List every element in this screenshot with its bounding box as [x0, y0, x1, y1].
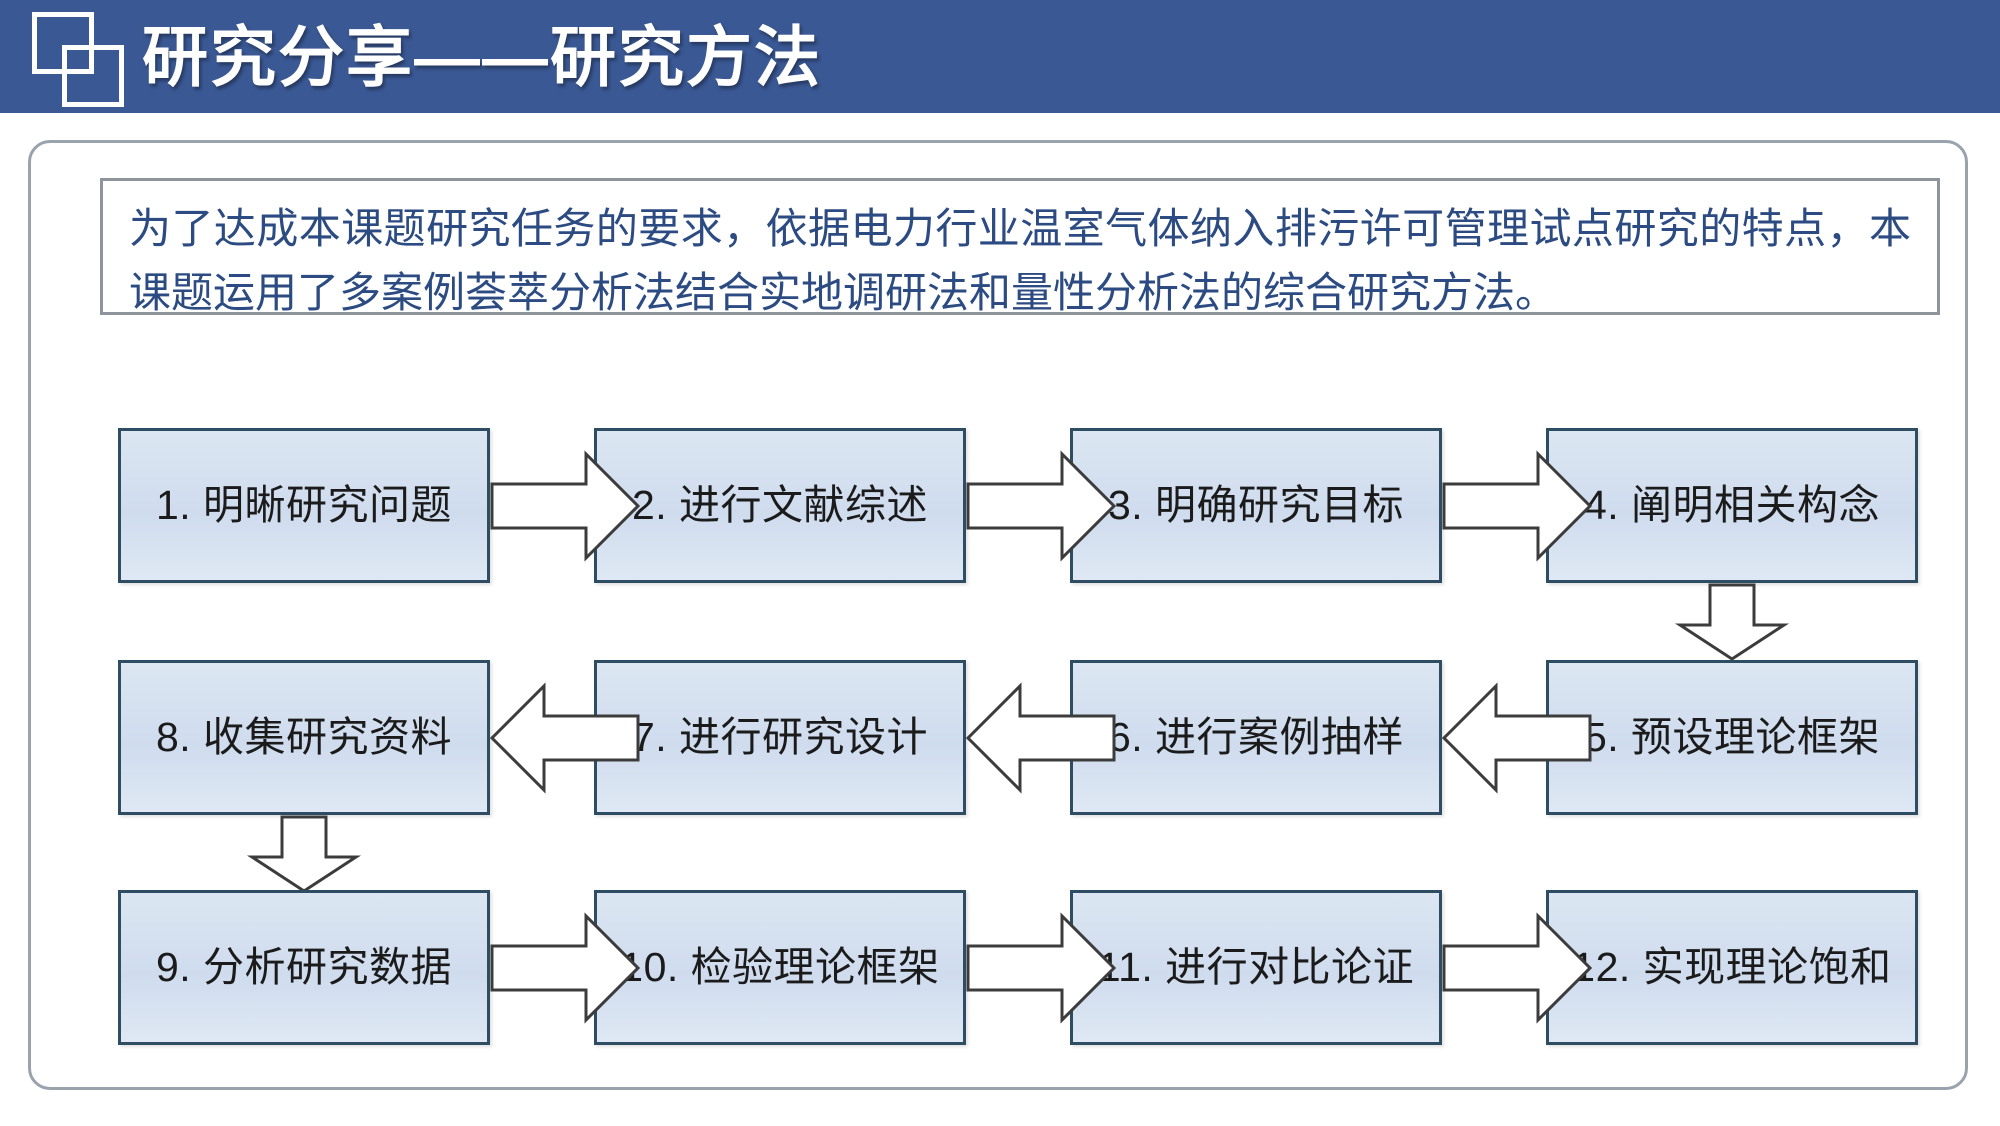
arrow-down-icon-8-to-9 — [246, 815, 362, 893]
flow-node-3[interactable]: 3. 明确研究目标 — [1070, 428, 1442, 583]
flow-node-12[interactable]: 12. 实现理论饱和 — [1546, 890, 1918, 1045]
flow-node-9[interactable]: 9. 分析研究数据 — [118, 890, 490, 1045]
flow-node-label: 4. 阐明相关构念 — [1583, 482, 1881, 528]
flow-node-label: 6. 进行案例抽样 — [1107, 714, 1405, 760]
flowchart-row-1: 1. 明晰研究问题 2. 进行文献综述 3. 明确研究目标 4. 阐明相关构念 — [118, 428, 1918, 583]
arrow-right-icon-9-to-10 — [490, 910, 640, 1026]
flowchart-row-3: 9. 分析研究数据 10. 检验理论框架 11. 进行对比论证 12. 实现理论… — [118, 890, 1918, 1045]
flow-node-11[interactable]: 11. 进行对比论证 — [1070, 890, 1442, 1045]
arrow-right-icon-3-to-4 — [1442, 448, 1592, 564]
flow-node-label: 9. 分析研究数据 — [155, 944, 453, 990]
research-method-flowchart: 1. 明晰研究问题 2. 进行文献综述 3. 明确研究目标 4. 阐明相关构念 — [118, 428, 1918, 1058]
flow-node-5[interactable]: 5. 预设理论框架 — [1546, 660, 1918, 815]
arrow-right-icon-2-to-3 — [966, 448, 1116, 564]
arrow-left-icon-6-to-7 — [966, 680, 1116, 796]
slide-header: 研究分享——研究方法 — [0, 0, 2000, 113]
flow-node-4[interactable]: 4. 阐明相关构念 — [1546, 428, 1918, 583]
flow-node-label: 1. 明晰研究问题 — [155, 482, 453, 528]
flow-node-label: 8. 收集研究资料 — [155, 714, 453, 760]
flow-node-7[interactable]: 7. 进行研究设计 — [594, 660, 966, 815]
flow-node-2[interactable]: 2. 进行文献综述 — [594, 428, 966, 583]
flow-node-10[interactable]: 10. 检验理论框架 — [594, 890, 966, 1045]
flow-node-label: 2. 进行文献综述 — [631, 482, 929, 528]
flow-node-label: 11. 进行对比论证 — [1097, 944, 1415, 990]
flow-node-label: 3. 明确研究目标 — [1107, 482, 1405, 528]
arrow-left-icon-7-to-8 — [490, 680, 640, 796]
arrow-left-icon-5-to-6 — [1442, 680, 1592, 796]
flow-node-label: 12. 实现理论饱和 — [1572, 944, 1892, 990]
summary-paragraph: 为了达成本课题研究任务的要求，依据电力行业温室气体纳入排污许可管理试点研究的特点… — [129, 207, 1911, 317]
arrow-down-icon-4-to-5 — [1674, 583, 1790, 661]
arrow-right-icon-10-to-11 — [966, 910, 1116, 1026]
arrow-right-icon-11-to-12 — [1442, 910, 1592, 1026]
overlapping-squares-logo-icon — [18, 9, 124, 107]
flowchart-row-2: 8. 收集研究资料 7. 进行研究设计 6. 进行案例抽样 5. 预设理论框架 — [118, 660, 1918, 815]
flow-node-label: 5. 预设理论框架 — [1583, 714, 1881, 760]
flow-node-label: 7. 进行研究设计 — [631, 714, 929, 760]
logo-square-front — [62, 44, 124, 107]
flow-node-1[interactable]: 1. 明晰研究问题 — [118, 428, 490, 583]
flow-node-label: 10. 检验理论框架 — [620, 944, 940, 990]
summary-textbox: 为了达成本课题研究任务的要求，依据电力行业温室气体纳入排污许可管理试点研究的特点… — [100, 178, 1940, 317]
arrow-right-icon-1-to-2 — [490, 448, 640, 564]
flow-node-8[interactable]: 8. 收集研究资料 — [118, 660, 490, 815]
flow-node-6[interactable]: 6. 进行案例抽样 — [1070, 660, 1442, 815]
page-title: 研究分享——研究方法 — [142, 19, 822, 94]
